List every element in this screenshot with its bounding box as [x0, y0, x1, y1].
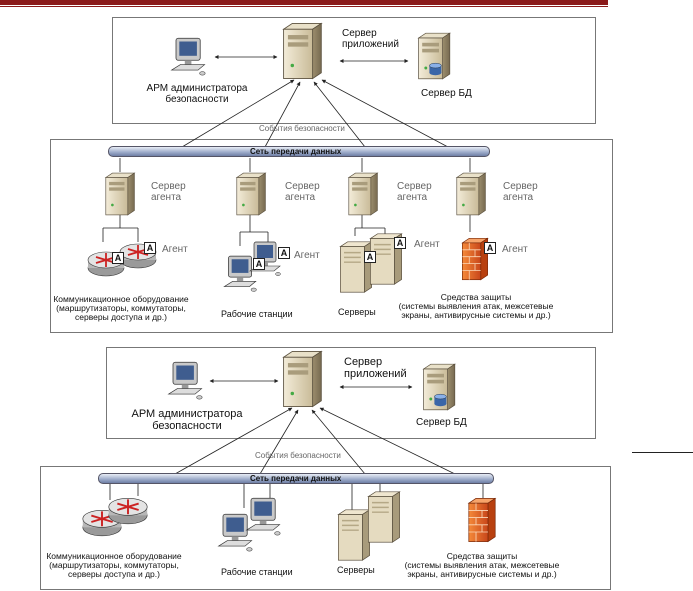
protection-label: Средства защиты (системы выявления атак,…	[404, 551, 560, 579]
agent-label: Агент	[162, 244, 188, 255]
security-events-label: События безопасности	[259, 124, 345, 133]
server-tower-icon	[367, 491, 401, 543]
workstations-label: Рабочие станции	[221, 567, 293, 577]
security-events-label: События безопасности	[255, 451, 341, 460]
agent-label: Агент	[414, 239, 440, 250]
margin-rule	[632, 452, 693, 453]
agent-server-label: Сервер агента	[397, 181, 432, 203]
app-server-label: Сервер приложений	[344, 356, 407, 380]
agent-badge: A	[364, 251, 376, 263]
admin-label: АРМ администратора безопасности	[131, 408, 243, 432]
agent-badge: A	[484, 242, 496, 254]
agent-server-label: Сервер агента	[503, 181, 538, 203]
agent-badge: A	[253, 258, 265, 270]
network-label: Сеть передачи данных	[250, 474, 342, 483]
agent-badge: A	[144, 242, 156, 254]
servers-label: Серверы	[337, 565, 375, 575]
agent-badge: A	[394, 237, 406, 249]
router-icon	[107, 497, 149, 525]
header-rule-thin	[0, 6, 608, 7]
network-label: Сеть передачи данных	[250, 147, 342, 156]
comm-equipment-label: Коммуникационное оборудование (маршрутиз…	[53, 294, 189, 322]
comm-equipment-label: Коммуникационное оборудование (маршрутиз…	[46, 551, 182, 579]
agent-label: Агент	[294, 250, 320, 261]
app-server-label: Сервер приложений	[342, 28, 399, 50]
agent-badge: A	[278, 247, 290, 259]
servers-label: Серверы	[338, 307, 376, 317]
db-server-label: Сервер БД	[421, 88, 472, 99]
app-server-icon	[282, 350, 323, 408]
header-rule	[0, 0, 608, 5]
protection-label: Средства защиты (системы выявления атак,…	[398, 292, 554, 320]
admin-label: АРМ администратора безопасности	[146, 83, 248, 105]
workstations-label: Рабочие станции	[221, 309, 293, 319]
top-panel	[112, 17, 596, 124]
agent-label: Агент	[502, 244, 528, 255]
agent-server-label: Сервер агента	[285, 181, 320, 203]
agent-badge: A	[112, 252, 124, 264]
db-server-label: Сервер БД	[416, 417, 467, 428]
agent-server-label: Сервер агента	[151, 181, 186, 203]
workstation-icon	[246, 497, 281, 536]
admin-workstation-icon	[168, 361, 203, 400]
bottom-panel	[40, 466, 611, 590]
firewall-icon	[468, 497, 496, 543]
network-bus	[108, 146, 490, 157]
bottom-panel	[50, 139, 613, 333]
db-server-icon	[420, 362, 456, 412]
network-bus	[98, 473, 494, 484]
